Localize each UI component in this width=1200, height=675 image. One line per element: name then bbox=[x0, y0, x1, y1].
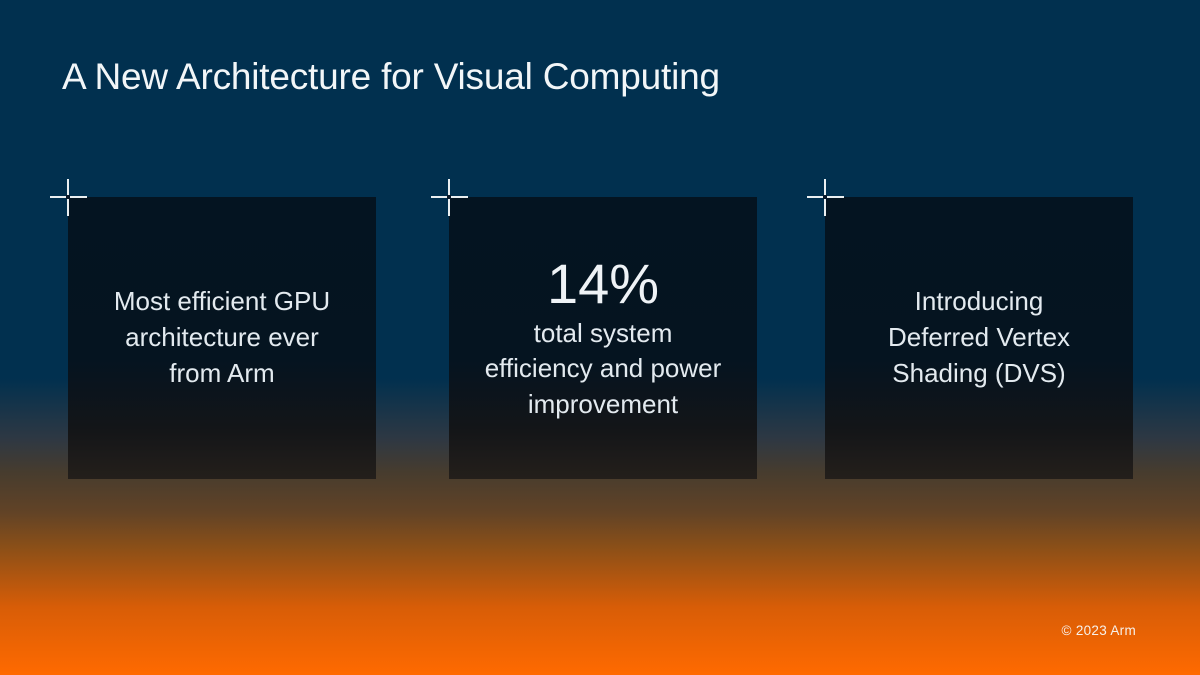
slide-title: A New Architecture for Visual Computing bbox=[62, 56, 720, 97]
card-system-efficiency-stat: 14% total system efficiency and power im… bbox=[431, 179, 757, 479]
card-text-most-efficient-gpu: Most efficient GPU architecture ever fro… bbox=[113, 286, 331, 388]
crosshair-center-dot bbox=[823, 195, 827, 199]
card-text-system-efficiency: total system efficiency and power improv… bbox=[484, 317, 722, 420]
card-most-efficient-gpu: Most efficient GPU architecture ever fro… bbox=[50, 179, 376, 479]
crosshair-icon bbox=[807, 179, 844, 216]
card-deferred-vertex-shading: Introducing Deferred Vertex Shading (DVS… bbox=[807, 179, 1133, 479]
stat-value: 14% bbox=[546, 251, 660, 315]
crosshair-icon bbox=[50, 179, 87, 216]
crosshair-center-dot bbox=[66, 195, 70, 199]
crosshair-center-dot bbox=[447, 195, 451, 199]
copyright-notice: © 2023 Arm bbox=[1061, 623, 1136, 638]
card-text-deferred-vertex-shading: Introducing Deferred Vertex Shading (DVS… bbox=[887, 286, 1071, 388]
crosshair-icon bbox=[431, 179, 468, 216]
